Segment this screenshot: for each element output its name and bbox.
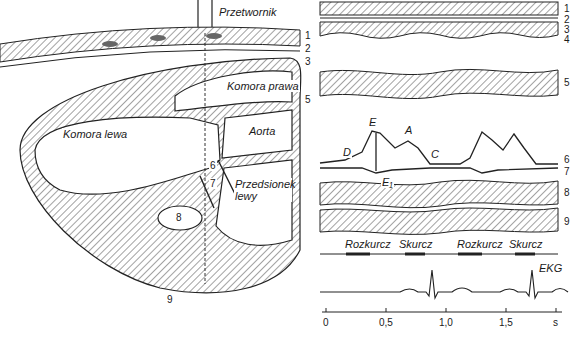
part-label: Przedsionek lewy — [234, 178, 292, 202]
part-label: Rozkurcz — [344, 238, 392, 250]
part-label: Skurcz — [398, 238, 434, 250]
part-label: Aorta — [248, 125, 276, 137]
callout-number: s — [552, 317, 559, 328]
part-label: Komora lewa — [62, 128, 128, 140]
callout-number: 7 — [209, 178, 217, 189]
callout-number: 2 — [304, 43, 312, 54]
callout-number: 0,5 — [378, 317, 394, 328]
part-label: A — [404, 124, 413, 136]
part-label: E — [368, 116, 377, 128]
callout-number: 1,0 — [438, 317, 454, 328]
callout-number: 3 — [304, 56, 312, 67]
part-label: EKG — [538, 262, 563, 274]
callout-number: 8 — [563, 187, 571, 198]
callout-number: 9 — [563, 216, 571, 227]
part-label: D — [342, 146, 352, 158]
callout-number: 1,5 — [498, 317, 514, 328]
part-label: C — [430, 148, 440, 160]
part-label: Rozkurcz — [456, 238, 504, 250]
callout-number: 8 — [175, 212, 183, 223]
callout-number: 6 — [209, 160, 217, 171]
callout-number: 5 — [563, 77, 571, 88]
callout-number: 0 — [322, 317, 330, 328]
part-label: Przetwornik — [218, 6, 277, 18]
callout-number: 9 — [166, 294, 174, 305]
callout-number: 4 — [563, 34, 571, 45]
callout-number: 1 — [563, 3, 571, 14]
part-label: Komora prawa — [226, 80, 300, 92]
callout-number: 5 — [304, 94, 312, 105]
part-label: Skurcz — [508, 238, 544, 250]
callout-number: 7 — [563, 166, 571, 177]
callout-number: 1 — [304, 30, 312, 41]
callout-number: 6 — [563, 154, 571, 165]
part-label: E₁ — [381, 176, 394, 188]
